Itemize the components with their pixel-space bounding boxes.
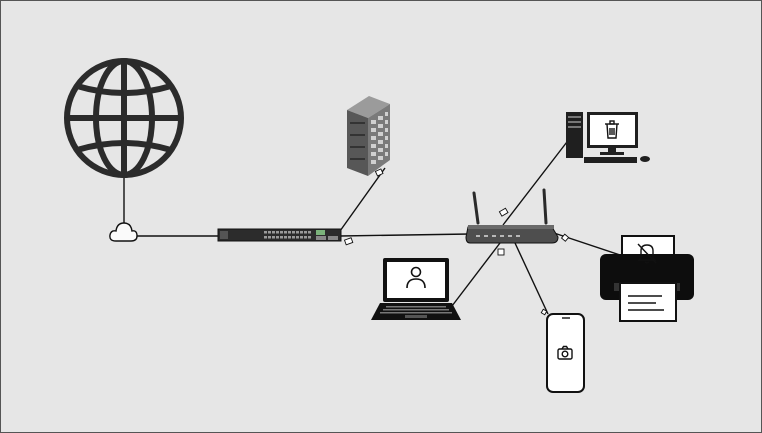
link-switch-router	[339, 233, 471, 237]
link-router-laptop	[451, 242, 501, 307]
network-switch-icon[interactable]	[217, 228, 342, 242]
link-switch-server	[339, 167, 386, 232]
data-packet	[343, 237, 354, 246]
trash-icon	[605, 120, 619, 139]
printer-icon[interactable]	[600, 235, 694, 322]
data-packets	[343, 168, 570, 316]
smartphone-icon[interactable]	[546, 313, 585, 393]
link-router-phone	[514, 242, 549, 315]
data-packet	[498, 207, 509, 217]
link-router-printer	[544, 229, 624, 257]
link-router-desktop	[502, 137, 571, 226]
wifi-router-icon[interactable]	[465, 188, 559, 244]
camera-icon	[557, 345, 573, 360]
server-rack-icon[interactable]	[347, 96, 390, 176]
data-packet	[374, 168, 384, 177]
globe-icon[interactable]	[64, 58, 184, 178]
laptop-icon[interactable]	[371, 258, 461, 320]
data-packet	[540, 308, 548, 316]
user-icon	[406, 266, 426, 289]
cloud-icon[interactable]	[109, 222, 138, 242]
data-packet	[497, 248, 505, 256]
desktop-computer-icon[interactable]	[566, 112, 650, 163]
data-packet	[560, 233, 570, 242]
connection-lines	[123, 137, 624, 315]
bell-off-icon	[637, 243, 657, 264]
